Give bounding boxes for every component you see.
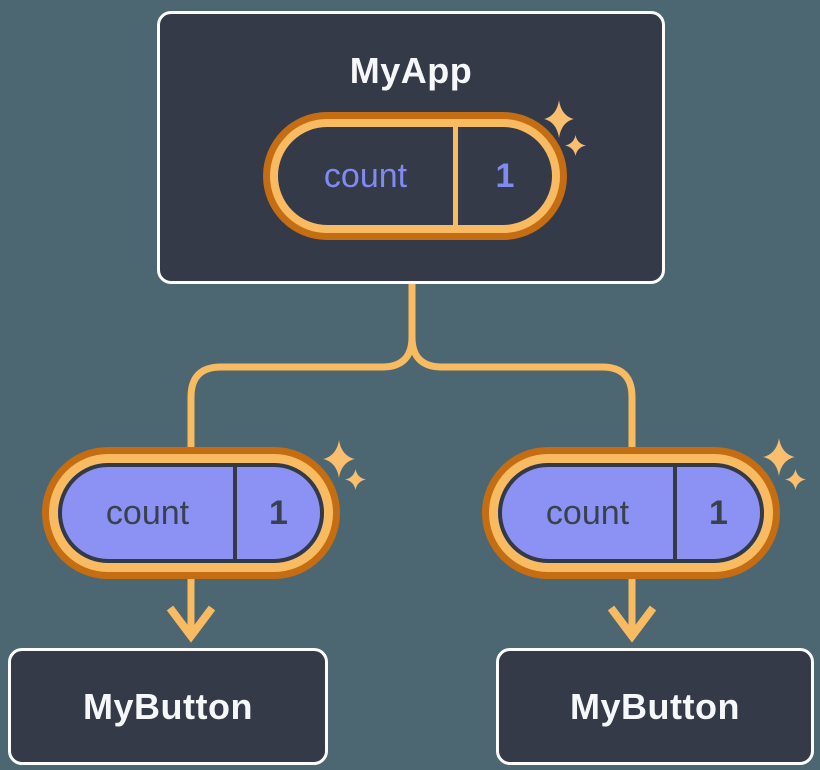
sparkle-icon (345, 469, 366, 490)
prop-pill-left-inner: count 1 (58, 463, 324, 563)
prop-value: 1 (233, 467, 320, 559)
node-myapp-title: MyApp (349, 50, 473, 91)
prop-pill-left: count 1 (49, 454, 333, 572)
node-mybutton-left: MyButton (8, 648, 328, 765)
sparkle-icon (323, 440, 355, 478)
state-value: 1 (453, 127, 552, 225)
sparkle-icon (763, 438, 795, 476)
branch-line-right (408, 283, 636, 500)
sparkle-icon (544, 100, 574, 138)
sparkle-icon (785, 469, 806, 490)
prop-label: count (105, 493, 190, 532)
prop-pill-right-inner: count 1 (498, 463, 764, 563)
state-pill-myapp: count 1 (270, 119, 560, 233)
node-mybutton-title: MyButton (83, 685, 253, 727)
state-label: count (323, 156, 408, 195)
sparkle-icon (565, 135, 586, 156)
arrow-down-icon (607, 605, 657, 643)
prop-value: 1 (673, 467, 760, 559)
node-mybutton-title: MyButton (570, 685, 740, 727)
arrow-down-icon (166, 605, 216, 643)
prop-pill-right: count 1 (489, 454, 773, 572)
prop-label: count (545, 493, 630, 532)
node-mybutton-right: MyButton (496, 648, 814, 765)
